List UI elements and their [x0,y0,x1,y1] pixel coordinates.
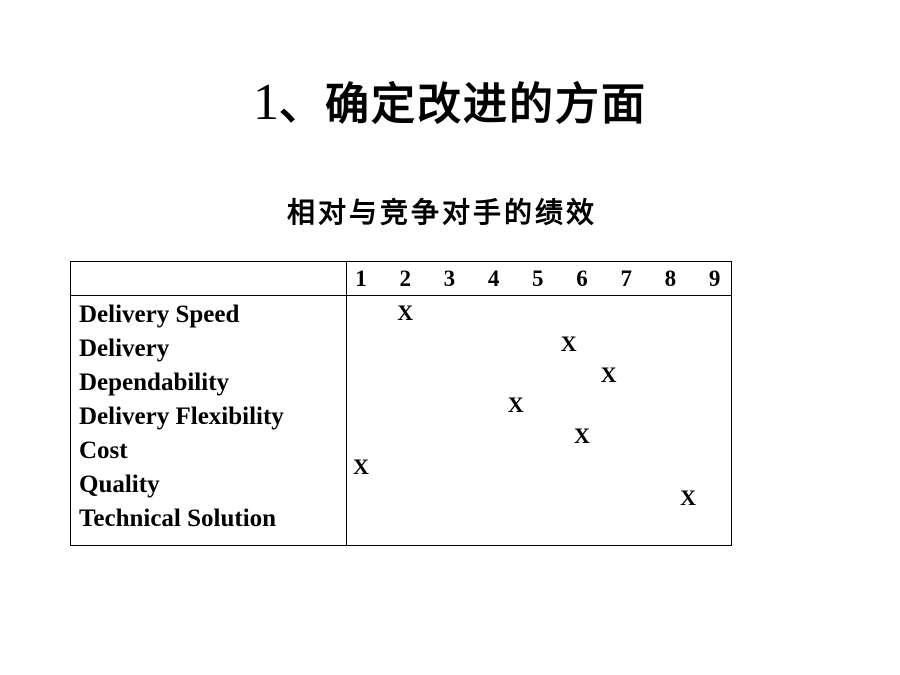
scale-number: 6 [576,266,588,291]
scale-number: 2 [399,266,411,291]
slide-title: 1、确定改进的方面 [0,68,900,140]
column-divider [346,262,347,545]
scale-number: 3 [443,266,456,291]
rating-mark: X [600,361,617,387]
scale-number: 8 [664,266,677,291]
factor-label: Technical Solution [79,505,277,532]
performance-table: 1 2 3 4 5 6 7 8 9 Delivery Speed Delivery Depend… [70,261,732,546]
rating-mark: X [507,392,524,418]
factor-label: Dependability [79,369,230,396]
factor-label: Quality [79,471,160,498]
scale-number: 1 [355,266,367,291]
rating-mark: X [397,300,414,325]
factor-label: Delivery [79,335,170,362]
rating-mark: X [353,454,369,479]
slide-subtitle: 相对与竞争对手的绩效 [286,196,597,229]
factor-label: Cost [79,437,128,464]
scale-number: 4 [487,266,500,291]
rating-mark: X [560,330,577,356]
title-text: 、确定改进的方面 [279,79,647,130]
rating-mark: X [680,484,697,510]
scale-number: 5 [532,266,544,291]
title-number: 1 [253,74,279,131]
factor-list: Delivery Speed Delivery Dependability De… [79,298,284,536]
header-divider [71,295,731,296]
scale-number: 7 [620,266,632,291]
rating-mark: X [574,423,590,449]
factor-label: Delivery Flexibility [79,403,284,430]
factor-label: Delivery Speed [79,301,240,328]
scale-number: 9 [708,266,721,291]
